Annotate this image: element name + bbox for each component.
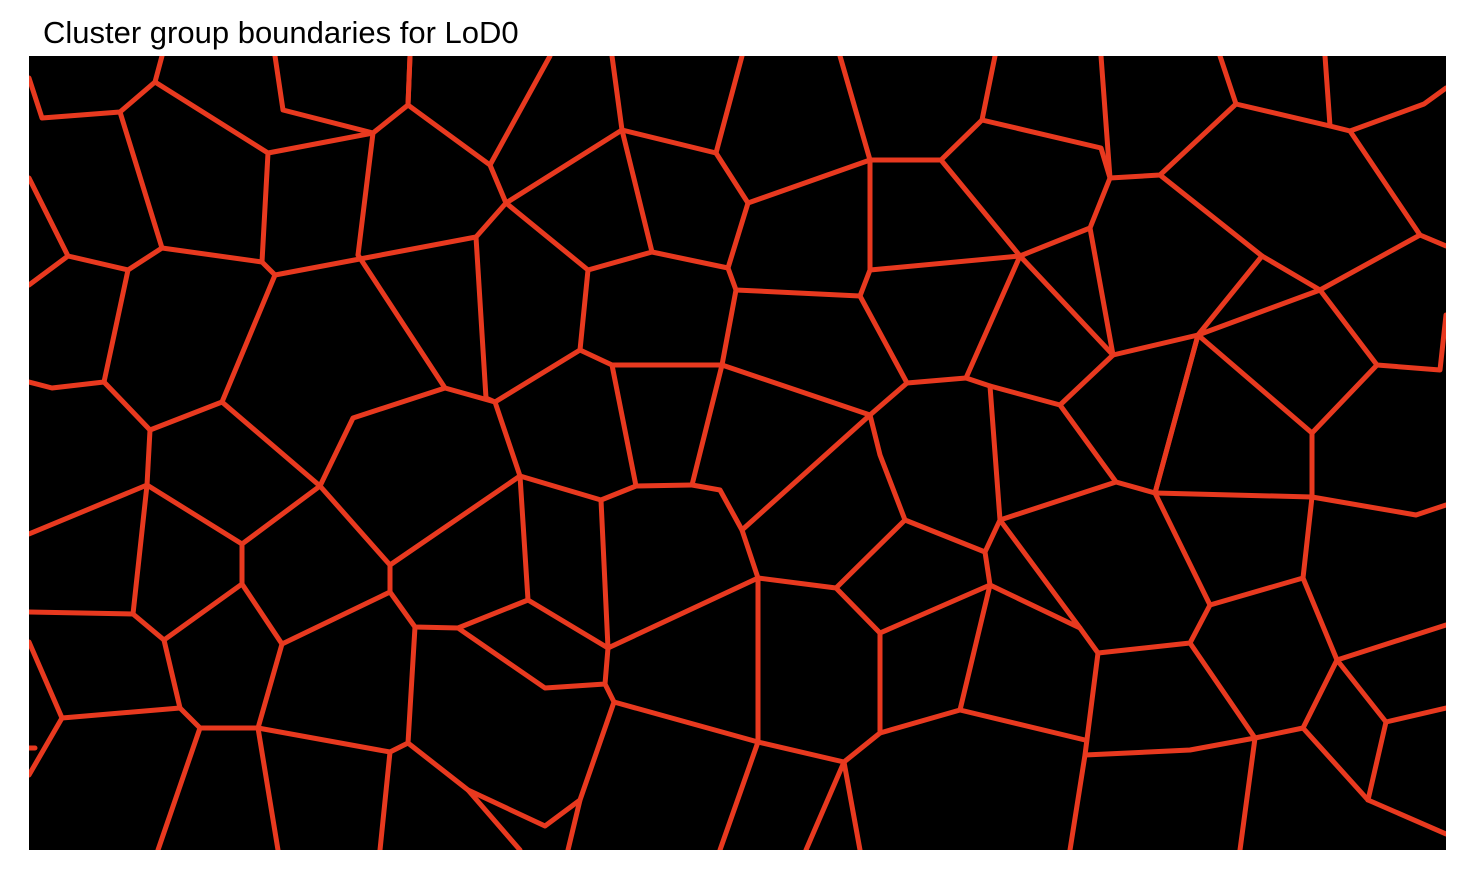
cluster-boundary-edge (405, 56, 413, 108)
cluster-boundary-edge (503, 200, 591, 273)
cluster-boundary-edge (963, 253, 1023, 381)
cluster-boundary-edge (29, 109, 165, 391)
cluster-boundary-edge (130, 482, 150, 617)
cluster-boundary-edge (405, 681, 617, 829)
cluster-boundary-edge (755, 630, 883, 765)
cluster-boundary-edge (465, 787, 523, 850)
cluster-boundary-edge (1327, 85, 1446, 134)
cluster-boundary-edge (272, 56, 376, 136)
cluster-boundary-edge (1082, 650, 1258, 758)
cluster-boundary-edge (29, 637, 183, 721)
cluster-boundary-edge (1237, 735, 1258, 850)
cluster-boundary-edge (1152, 332, 1201, 496)
cluster-boundary-edge (473, 234, 583, 405)
cluster-boundary-edge (1317, 287, 1446, 373)
cluster-boundary-edge (101, 379, 448, 489)
cluster-boundary-edge (837, 56, 873, 163)
cluster-boundary-edges (29, 56, 1446, 850)
cluster-boundary-edge (355, 130, 376, 258)
cluster-boundary-edge (1017, 253, 1116, 358)
cluster-boundary-edge (255, 725, 281, 850)
cluster-boundary-edge (833, 517, 908, 591)
cluster-boundary-edge (455, 625, 611, 691)
cluster-boundary-edge (487, 56, 553, 168)
cluster-boundary-edge (1300, 657, 1340, 731)
cluster-boundary-edge (841, 759, 863, 850)
cluster-boundary-edge (387, 589, 531, 631)
cluster-boundary-edge (255, 725, 393, 850)
cluster-boundary-edge (987, 490, 1213, 656)
cluster-boundary-edge (957, 707, 1088, 743)
cluster-boundary-edge (997, 479, 1119, 523)
cluster-boundary-edge (1195, 287, 1323, 338)
cluster-boundary-edge (803, 759, 847, 850)
cluster-boundary-svg (29, 56, 1446, 850)
cluster-boundary-edge (997, 517, 1083, 631)
cluster-boundary-edge (857, 293, 1116, 408)
cluster-render-view (29, 56, 1446, 850)
cluster-boundary-edge (867, 383, 1003, 555)
cluster-boundary-edge (155, 725, 203, 850)
page-title: Cluster group boundaries for LoD0 (43, 15, 519, 50)
cluster-boundary-edge (633, 482, 695, 489)
cluster-boundary-edge (713, 150, 751, 206)
cluster-boundary-edge (577, 347, 873, 418)
cluster-boundary-edge (717, 739, 761, 850)
cluster-boundary-edge (29, 715, 65, 778)
cluster-boundary-edge (689, 362, 873, 533)
cluster-boundary-edge (1217, 56, 1239, 107)
cluster-boundary-edge (29, 253, 71, 288)
cluster-boundary-edge (1187, 640, 1371, 803)
cluster-boundary-edge (1067, 752, 1088, 850)
cluster-boundary-edge (1087, 225, 1265, 358)
cluster-boundary-edge (177, 641, 285, 731)
cluster-boundary-edge (867, 380, 910, 418)
cluster-boundary-edge (565, 797, 583, 850)
cluster-boundary-edge (239, 562, 393, 647)
cluster-boundary-edge (719, 287, 739, 368)
cluster-boundary-edge (259, 150, 271, 265)
cluster-boundary-edge (517, 473, 611, 651)
cluster-boundary-edge (219, 272, 278, 405)
cluster-boundary-edge (577, 127, 655, 353)
cluster-boundary-edge (1157, 172, 1423, 293)
render-background (29, 56, 1446, 850)
